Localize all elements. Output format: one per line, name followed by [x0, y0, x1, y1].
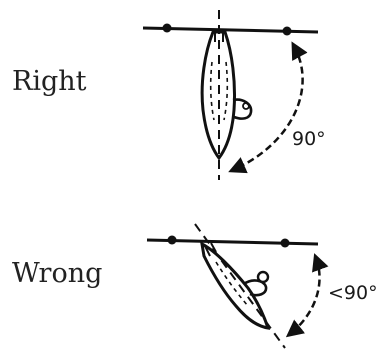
wrong-panel [146, 223, 329, 349]
wrong-label: Wrong [12, 258, 103, 289]
right-fish-body [200, 30, 253, 161]
right-label: Right [12, 66, 87, 97]
wrong-oblique-dashed-line [194, 223, 286, 349]
wrong-right-dot [280, 238, 290, 248]
wrong-left-dot [167, 235, 177, 245]
wrong-fish-body [200, 241, 271, 330]
wrong-angle-label: <90° [328, 282, 378, 304]
right-angle-arrow [228, 41, 308, 174]
right-right-dot [282, 26, 292, 36]
right-left-dot [162, 23, 172, 33]
wrong-angle-arrow [285, 253, 329, 338]
right-panel [142, 10, 319, 180]
